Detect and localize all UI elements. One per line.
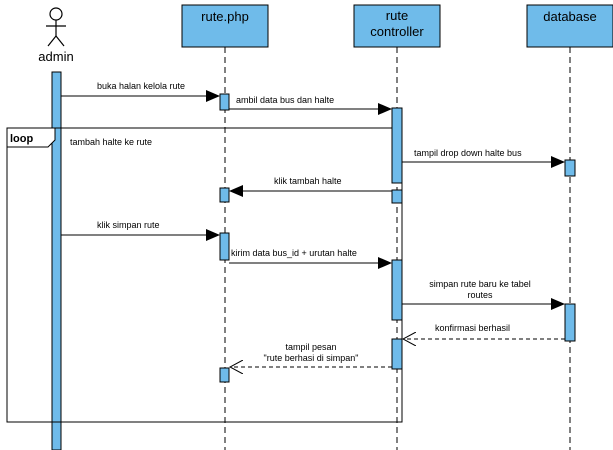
message-label: routes (467, 290, 493, 300)
message-label: konfirmasi berhasil (435, 323, 510, 333)
activation-rute-php-1 (219, 93, 230, 111)
loop-guard-label: tambah halte ke rute (70, 137, 152, 147)
actor-label: admin (38, 49, 73, 64)
message-label: buka halan kelola rute (97, 81, 185, 91)
activation-controller-1 (391, 107, 403, 184)
activation-controller-4 (391, 338, 403, 370)
activation-controller-3 (391, 259, 403, 321)
loop-tag-box (6, 127, 56, 148)
message-label: klik tambah halte (274, 176, 342, 186)
lifeline-head-rute-php: rute.php (181, 4, 269, 48)
activation-database-1 (564, 159, 576, 177)
message-6: kirim data bus_id + urutan halte (229, 248, 392, 269)
message-label: "rute berhasi di simpan" (264, 353, 359, 363)
message-8: konfirmasi berhasil (403, 323, 565, 339)
message-label: tampil pesan (285, 342, 336, 352)
loop-fragment: loop tambah halte ke rute (6, 127, 403, 423)
actor-leg-left (47, 35, 57, 47)
message-2: ambil data bus dan halte (229, 95, 392, 115)
lifeline-label-controller: controller (370, 24, 424, 39)
lifeline-head-rute-controller: rute controller (353, 4, 441, 48)
actor-leg-right (55, 35, 65, 47)
activation-controller-2 (391, 189, 403, 204)
message-label: ambil data bus dan halte (236, 95, 334, 105)
admin-actor: admin (38, 7, 74, 64)
actor-head (49, 7, 63, 21)
message-7: simpan rute baru ke tabel routes (402, 279, 565, 310)
message-9: tampil pesan "rute berhasi di simpan" (230, 342, 392, 367)
lifeline-label-rute-php: rute.php (201, 9, 249, 24)
message-label: simpan rute baru ke tabel (429, 279, 531, 289)
message-4: klik tambah halte (229, 176, 392, 197)
message-label: kirim data bus_id + urutan halte (231, 248, 357, 258)
lifeline-label-rute: rute (386, 8, 408, 23)
activation-rute-php-3 (219, 232, 230, 261)
message-1: buka halan kelola rute (61, 81, 220, 102)
lifeline-label-database: database (543, 9, 597, 24)
activation-admin (51, 71, 62, 450)
lifeline-head-database: database (526, 4, 613, 48)
message-3: tampil drop down halte bus (402, 148, 565, 168)
activation-rute-php-2 (219, 187, 230, 203)
message-5: klik simpan rute (61, 220, 220, 241)
activation-database-2 (564, 303, 576, 342)
loop-tag-label: loop (10, 133, 33, 145)
message-label: klik simpan rute (97, 220, 160, 230)
activation-rute-php-4 (219, 367, 230, 383)
message-label: tampil drop down halte bus (414, 148, 522, 158)
loop-frame (6, 127, 403, 423)
